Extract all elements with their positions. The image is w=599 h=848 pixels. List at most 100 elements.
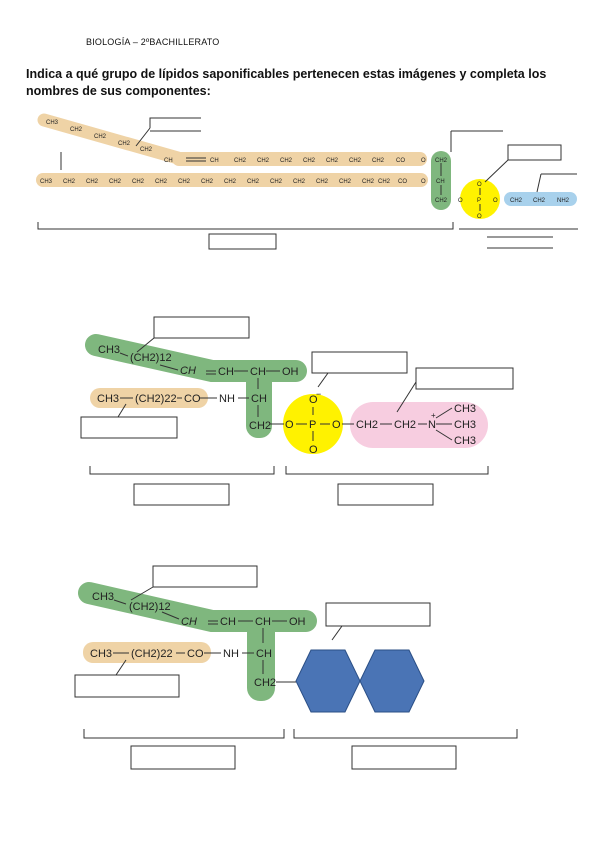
answer-box-f2-fatty-acid[interactable] bbox=[80, 416, 178, 439]
f2-ch-a: CH bbox=[180, 365, 196, 377]
f2-ch-c: CH bbox=[250, 366, 266, 378]
f3-co: CO bbox=[187, 648, 204, 660]
f3-oh: OH bbox=[289, 616, 306, 628]
f1-bracket-left bbox=[37, 222, 454, 230]
f2-bracket-right bbox=[285, 466, 489, 475]
f3-ch2n: (CH2)12 bbox=[129, 601, 171, 613]
f1-u-6: CH bbox=[210, 158, 219, 164]
f3-ch2n-b: (CH2)22 bbox=[131, 648, 173, 660]
answer-box-f3-sugar[interactable] bbox=[325, 602, 431, 627]
f1-u-13: CH2 bbox=[372, 158, 385, 164]
f1-pointer-amine bbox=[536, 173, 577, 193]
f1-u-4: CH2 bbox=[140, 147, 153, 153]
answer-box-f3-top[interactable] bbox=[152, 565, 258, 588]
f1-u-5: CH bbox=[164, 158, 173, 164]
answer-box-f1-left[interactable] bbox=[208, 233, 277, 250]
f2-oh: OH bbox=[282, 366, 299, 378]
answer-box-f2-left[interactable] bbox=[133, 483, 230, 506]
f1-l-14: CH2 bbox=[362, 179, 375, 185]
f1-pointer-glycerol bbox=[450, 130, 503, 152]
f3-nh: NH bbox=[223, 648, 239, 660]
f2-p: P bbox=[309, 419, 316, 431]
f1-u-8: CH2 bbox=[257, 158, 270, 164]
answer-box-f2-choline[interactable] bbox=[415, 367, 514, 390]
f2-ch2: CH2 bbox=[249, 420, 271, 432]
f1-l-8: CH2 bbox=[224, 179, 237, 185]
f2-pointer-top bbox=[136, 337, 155, 353]
subject-header: BIOLOGÍA – 2ºBACHILLERATO bbox=[86, 37, 220, 47]
answer-box-f2-phosphate[interactable] bbox=[311, 351, 408, 374]
f1-phos-p: P bbox=[477, 198, 481, 204]
f1-phos-o-bottom: O bbox=[477, 214, 482, 220]
f2-pointer-choline bbox=[396, 381, 417, 413]
instruction-text: Indica a qué grupo de lípidos saponifica… bbox=[26, 67, 547, 98]
f1-l-0: CH3 bbox=[40, 179, 53, 185]
f1-amine-nh2: NH2 bbox=[557, 198, 570, 204]
f1-l-10: CH2 bbox=[270, 179, 283, 185]
f2-minus: − bbox=[316, 389, 321, 399]
f2-ch-b: CH bbox=[218, 366, 234, 378]
f1-l-16: CO bbox=[398, 179, 407, 185]
sphingosine-highlight-vertical bbox=[247, 618, 275, 701]
f3-pointer-sugar bbox=[331, 625, 343, 641]
f3-ch-a: CH bbox=[181, 616, 197, 628]
f1-l-6: CH2 bbox=[178, 179, 191, 185]
f2-o-right: O bbox=[332, 419, 341, 431]
f1-u-11: CH2 bbox=[326, 158, 339, 164]
f2-ch3-1: CH3 bbox=[454, 403, 476, 415]
answer-box-f2-right[interactable] bbox=[337, 483, 434, 506]
f2-co: CO bbox=[184, 393, 201, 405]
f2-ch3: CH3 bbox=[98, 344, 120, 356]
f3-ch3: CH3 bbox=[92, 591, 114, 603]
f1-l-15: CH2 bbox=[378, 179, 391, 185]
f2-plus: + bbox=[431, 411, 436, 420]
f1-phos-o-right: O bbox=[493, 198, 498, 204]
answer-box-f3-left[interactable] bbox=[130, 745, 236, 770]
f1-l-5: CH2 bbox=[155, 179, 168, 185]
answer-box-f2-top[interactable] bbox=[153, 316, 250, 339]
f1-phos-o-left: O bbox=[458, 198, 463, 204]
f1-u-2: CH2 bbox=[94, 134, 107, 140]
f2-o-top: O bbox=[309, 394, 318, 406]
f2-ch2n: (CH2)12 bbox=[130, 352, 172, 364]
f2-ch2n-b: (CH2)22 bbox=[135, 393, 177, 405]
sphingosine-highlight bbox=[78, 582, 317, 632]
f2-ch2-b: CH2 bbox=[394, 419, 416, 431]
phosphate-circle bbox=[460, 179, 500, 219]
f2-bracket-left bbox=[89, 466, 275, 475]
choline-highlight bbox=[350, 402, 488, 448]
f1-label-lines-top bbox=[135, 117, 201, 147]
f1-l-9: CH2 bbox=[247, 179, 260, 185]
f1-amine-ch2-a: CH2 bbox=[510, 198, 523, 204]
f3-ch3-b: CH3 bbox=[90, 648, 112, 660]
f1-pointer-phosphate bbox=[484, 159, 509, 183]
answer-box-f3-right[interactable] bbox=[351, 745, 457, 770]
phosphate-circle bbox=[283, 394, 343, 454]
f3-ch-c: CH bbox=[255, 616, 271, 628]
sphingosine-highlight bbox=[85, 334, 307, 382]
f1-u-14: CO bbox=[396, 158, 405, 164]
f1-l-17: O bbox=[421, 179, 426, 185]
glycerol-highlight bbox=[431, 151, 451, 210]
f1-l-18: CH bbox=[436, 179, 445, 185]
sugar-ring-2 bbox=[359, 649, 425, 713]
sugar-ring-1 bbox=[295, 649, 361, 713]
f1-u-10: CH2 bbox=[303, 158, 316, 164]
f2-ch: CH bbox=[251, 393, 267, 405]
f2-pointer-phosphate bbox=[317, 372, 329, 388]
f2-ch3-b: CH3 bbox=[97, 393, 119, 405]
figure-sphingomyelin: CH3 (CH2)12 CH CH CH OH CH3 (CH2)22 CO N… bbox=[80, 316, 514, 506]
figure-phosphoglyceride: CH3 CH2 CH2 CH2 CH2 CH CH CH2 CH2 CH2 CH… bbox=[36, 113, 578, 250]
f2-ch3-3: CH3 bbox=[454, 435, 476, 447]
answer-box-phosphate[interactable] bbox=[507, 144, 562, 161]
f1-u-9: CH2 bbox=[280, 158, 293, 164]
f1-l-3: CH2 bbox=[109, 179, 122, 185]
f3-pointer-fatty-acid bbox=[115, 659, 127, 676]
f3-pointer-top bbox=[130, 586, 154, 601]
f1-l-13: CH2 bbox=[339, 179, 352, 185]
f1-l-12: CH2 bbox=[316, 179, 329, 185]
answer-box-f3-fatty-acid[interactable] bbox=[74, 674, 180, 698]
f1-glycerol-ch2: CH2 bbox=[435, 198, 448, 204]
f1-u-16: CH2 bbox=[435, 158, 448, 164]
f1-l-2: CH2 bbox=[86, 179, 99, 185]
